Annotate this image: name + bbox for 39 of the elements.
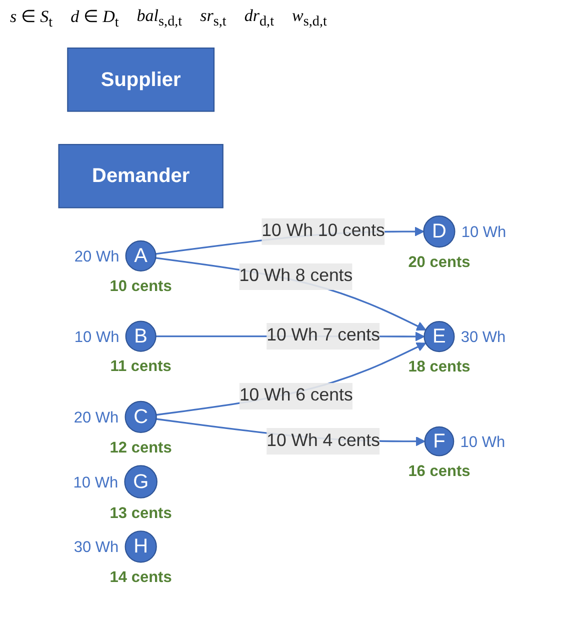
node-circle: H	[124, 530, 157, 564]
energy-label: 10 Wh	[461, 224, 506, 242]
math-label: bal$_{s,d,t}$	[136, 6, 182, 32]
price-label: 18 cents	[408, 358, 470, 376]
edge-label: 10 Wh 4 cents	[266, 432, 380, 451]
math-label: d ∈ D$_{t}$	[70, 6, 119, 32]
energy-label: 10 Wh	[460, 434, 506, 452]
node-box: Demander	[58, 144, 224, 209]
energy-label: 10 Wh	[73, 474, 118, 492]
node-circle: B	[125, 321, 156, 352]
node-circle: C	[124, 401, 157, 434]
price-label: 20 cents	[408, 254, 470, 272]
energy-label: 20 Wh	[74, 410, 119, 427]
price-label: 10 cents	[110, 278, 172, 296]
price-label: 11 cents	[110, 358, 172, 376]
node-circle: G	[124, 466, 158, 499]
energy-label: 10 Wh	[74, 329, 120, 346]
energy-label: 30 Wh	[74, 540, 119, 557]
math-label: w$_{s,d,t}$	[292, 6, 327, 32]
price-label: 13 cents	[110, 505, 172, 522]
edge-label: 10 Wh 7 cents	[266, 326, 380, 346]
node-box: Supplier	[67, 48, 215, 112]
price-label: 14 cents	[110, 570, 172, 586]
node-circle: D	[423, 216, 456, 248]
node-circle: F	[424, 426, 454, 457]
energy-label: 20 Wh	[74, 248, 120, 266]
math-label: sr$_{s,t}$	[200, 6, 226, 32]
arrow	[156, 342, 426, 416]
math-label: s ∈ S$_{t}$	[10, 6, 53, 32]
node-circle: A	[125, 240, 156, 272]
edge-label: 10 Wh 8 cents	[239, 267, 353, 286]
price-label: 12 cents	[110, 440, 172, 457]
edge-label: 10 Wh 6 cents	[239, 386, 353, 406]
energy-label: 30 Wh	[460, 330, 506, 346]
node-circle: E	[424, 321, 455, 352]
math-label: dr$_{d,t}$	[244, 6, 274, 32]
price-label: 16 cents	[408, 464, 470, 481]
edge-label: 10 Wh 10 cents	[262, 222, 385, 241]
arrow	[156, 257, 426, 331]
